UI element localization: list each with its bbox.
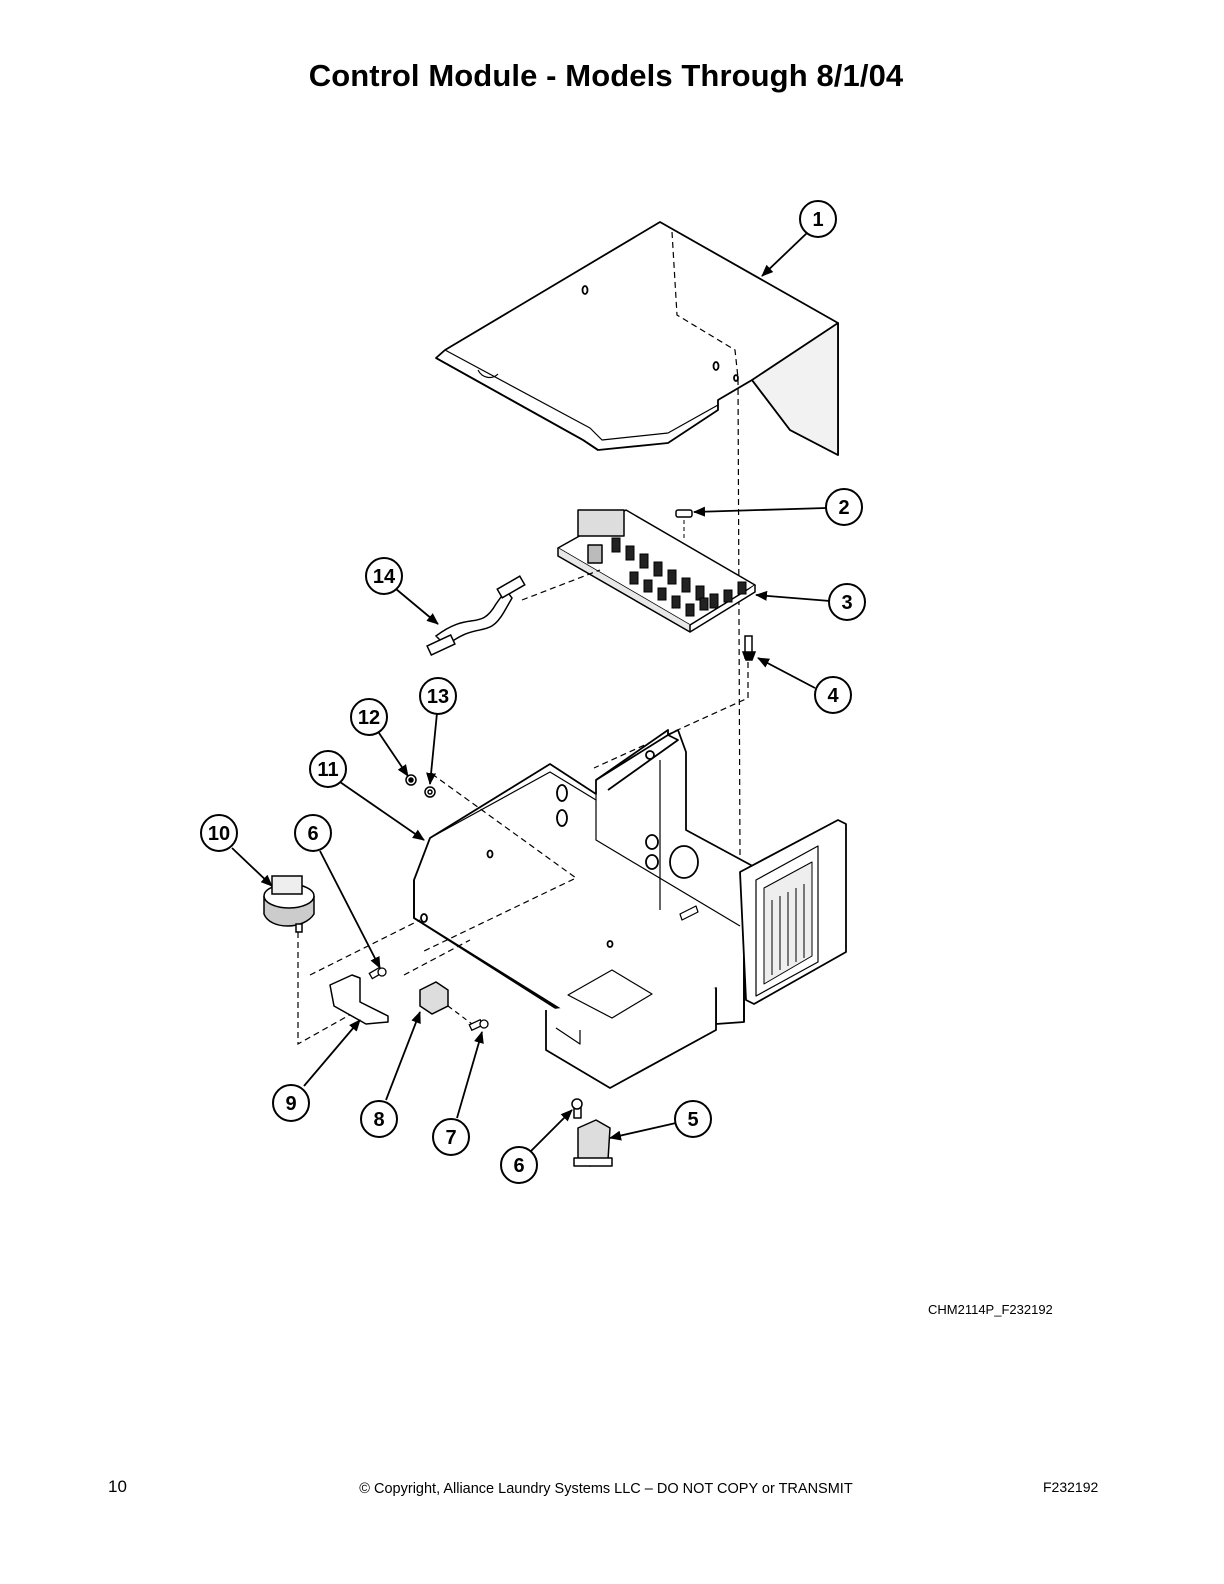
page-title: Control Module - Models Through 8/1/04 — [308, 58, 904, 93]
svg-text:1: 1 — [812, 209, 823, 231]
callout-5: 5 — [674, 1100, 712, 1138]
svg-text:12: 12 — [358, 707, 380, 729]
part-mounting-pin — [741, 635, 757, 661]
part-board-relays — [611, 537, 747, 617]
svg-text:6: 6 — [513, 1155, 524, 1177]
svg-text:14: 14 — [373, 566, 396, 588]
part-screw — [368, 966, 387, 980]
copyright-notice: © Copyright, Alliance Laundry Systems LL… — [359, 1481, 853, 1497]
part-cover — [435, 221, 839, 456]
callout-3: 3 — [828, 583, 866, 621]
svg-text:10: 10 — [208, 823, 230, 845]
svg-text:5: 5 — [687, 1109, 698, 1131]
part-pressure-switch — [263, 875, 315, 933]
svg-text:3: 3 — [841, 592, 852, 614]
callout-9: 9 — [272, 1084, 310, 1122]
callout-10: 10 — [200, 814, 238, 852]
callout-4: 4 — [814, 676, 852, 714]
callout-7: 7 — [432, 1118, 470, 1156]
part-side-panel — [739, 819, 847, 1005]
svg-text:2: 2 — [838, 497, 849, 519]
part-terminal-block — [419, 981, 449, 1015]
svg-text:7: 7 — [445, 1127, 456, 1149]
leader-lines — [231, 231, 831, 1153]
document-id: F232192 — [1043, 1479, 1099, 1495]
part-bracket — [329, 974, 389, 1025]
callout-11: 11 — [309, 750, 347, 788]
part-standoff — [675, 509, 693, 518]
svg-text:13: 13 — [427, 686, 449, 708]
page-number: 10 — [108, 1477, 127, 1496]
svg-text:11: 11 — [317, 759, 338, 781]
callout-8: 8 — [360, 1100, 398, 1138]
callout-12: 12 — [350, 698, 388, 736]
callout-13: 13 — [419, 677, 457, 715]
svg-text:9: 9 — [285, 1093, 296, 1115]
callout-6-second: 6 — [500, 1146, 538, 1184]
callout-6: 6 — [294, 814, 332, 852]
diagram-code: CHM2114P_F232192 — [928, 1302, 1053, 1317]
svg-text:6: 6 — [307, 823, 318, 845]
callout-1: 1 — [799, 200, 837, 238]
svg-text:4: 4 — [827, 685, 839, 707]
part-nut-washer — [405, 774, 436, 798]
svg-text:8: 8 — [373, 1109, 384, 1131]
callout-14: 14 — [365, 557, 403, 595]
part-chassis — [413, 729, 761, 1089]
part-ribbon-cable — [426, 575, 526, 657]
part-filter — [571, 1098, 613, 1167]
part-screw-small — [468, 1018, 489, 1032]
callout-2: 2 — [825, 488, 863, 526]
